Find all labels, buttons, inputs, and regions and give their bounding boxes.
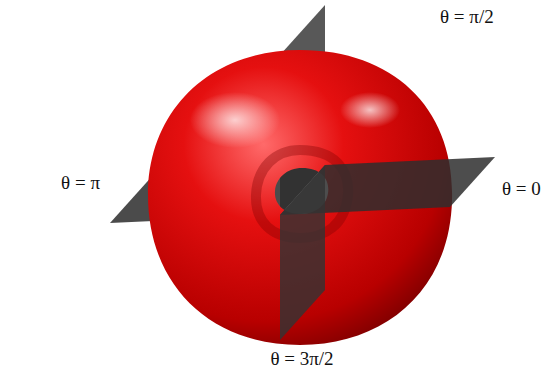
angle-label: θ = 3π/2 [270, 348, 333, 371]
highlight [340, 92, 400, 128]
highlight [190, 92, 280, 148]
angle-label: θ = π [61, 172, 100, 195]
angle-label: θ = 0 [502, 178, 541, 201]
angle-label: θ = π/2 [440, 6, 494, 29]
half-plane [280, 165, 325, 340]
